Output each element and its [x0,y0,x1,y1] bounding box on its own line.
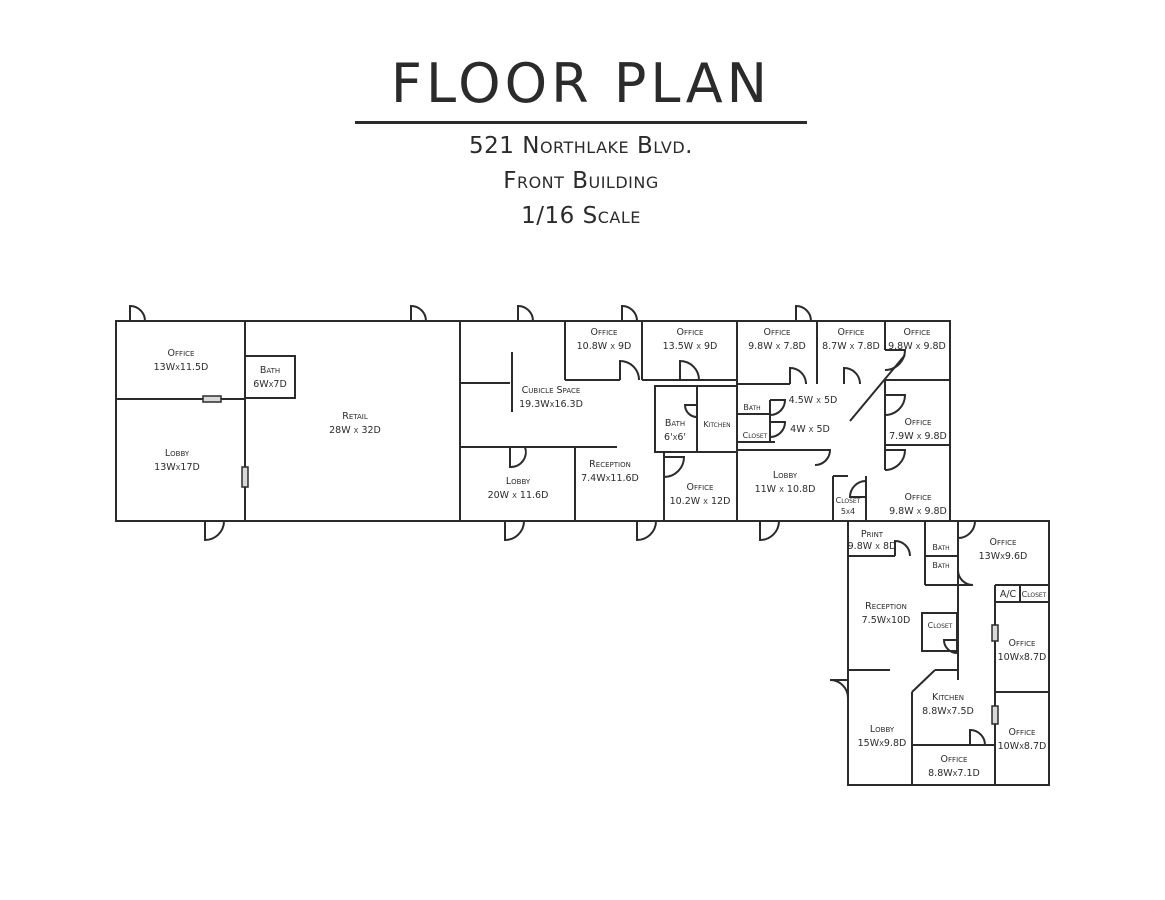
scale-line: 1/16 Scale [521,203,641,229]
room-cubicle-name: Cubicle Space [522,385,581,396]
room-office-name: Office [838,327,865,338]
room-closet-name: Closet [1022,590,1047,599]
room-office-name: Office [764,327,791,338]
room-closet-name: Closet [928,621,953,630]
room-office-dim: 8.8Wx7.1D [928,768,980,779]
room-small-dim: 4.5W x 5D [789,395,838,406]
address-line: 521 Northlake Blvd. [469,133,693,159]
room-office-dim: 13.5W x 9D [663,341,718,352]
room-small-dim: 4W x 5D [790,424,830,435]
room-office-name: Office [677,327,704,338]
room-labels: Office 13Wx11.5D Bath 6Wx7D Lobby 13Wx17… [154,327,1047,779]
room-office-name: Office [905,417,932,428]
room-office-name: Office [904,327,931,338]
room-lobby-name: Lobby [165,448,190,459]
room-office-dim: 13Wx11.5D [154,362,209,373]
room-bath-name: Bath [260,365,280,376]
room-print-dim: 9.8W x 8D [848,541,897,552]
room-bath-name: Bath [665,418,685,429]
room-reception-dim: 7.5Wx10D [862,615,911,626]
door-swings [129,304,986,746]
room-office-dim: 7.9W x 9.8D [889,431,947,442]
room-lobby-name: Lobby [870,724,895,735]
room-ac-name: A/C [1000,589,1017,600]
room-office-dim: 10.2W x 12D [670,496,731,507]
room-cubicle-dim: 19.3Wx16.3D [519,399,583,410]
title-underline [355,121,807,124]
room-kitchen-name: Kitchen [703,420,730,429]
walls [115,320,1050,786]
building-line: Front Building [503,168,659,194]
room-office-name: Office [941,754,968,765]
room-closet-name: Closet [743,431,768,440]
room-office-dim: 9.8W x 9.8D [888,341,946,352]
room-lobby-dim: 13Wx17D [154,462,200,473]
room-bath-dim: 6Wx7D [253,379,287,390]
wall-markers [202,395,999,725]
room-office-dim: 10Wx8.7D [998,741,1047,752]
room-bath-name: Bath [932,561,949,570]
room-reception-name: Reception [865,601,907,612]
room-office-name: Office [687,482,714,493]
room-lobby-dim: 20W x 11.6D [488,490,549,501]
room-closet-name: Closet [836,496,861,505]
room-lobby-dim: 15Wx9.8D [858,738,907,749]
room-closet-dim: 5x4 [841,507,855,516]
room-kitchen-name: Kitchen [932,692,964,703]
room-office-dim: 13Wx9.6D [979,551,1028,562]
room-office-name: Office [1009,727,1036,738]
room-retail-dim: 28W x 32D [329,425,381,436]
room-office-dim: 10.8W x 9D [577,341,632,352]
room-bath-dim: 6'x6' [664,432,686,443]
room-lobby-name: Lobby [506,476,531,487]
room-lobby-dim: 11W x 10.8D [755,484,816,495]
room-lobby-name: Lobby [773,470,798,481]
room-office-name: Office [905,492,932,503]
room-office-name: Office [1009,638,1036,649]
room-office-dim: 8.7W x 7.8D [822,341,880,352]
room-bath-name: Bath [932,543,949,552]
room-office-dim: 10Wx8.7D [998,652,1047,663]
room-office-dim: 9.8W x 9.8D [889,506,947,517]
room-reception-name: Reception [589,459,631,470]
room-office-dim: 9.8W x 7.8D [748,341,806,352]
room-bath-name: Bath [743,403,760,412]
room-office-name: Office [168,348,195,359]
room-retail-name: Retail [342,411,368,422]
floor-plan-title: FLOOR PLAN [390,52,772,115]
room-kitchen-dim: 8.8Wx7.5D [922,706,974,717]
room-office-name: Office [591,327,618,338]
room-office-name: Office [990,537,1017,548]
room-print-name: Print [861,529,884,540]
room-reception-dim: 7.4Wx11.6D [581,473,639,484]
